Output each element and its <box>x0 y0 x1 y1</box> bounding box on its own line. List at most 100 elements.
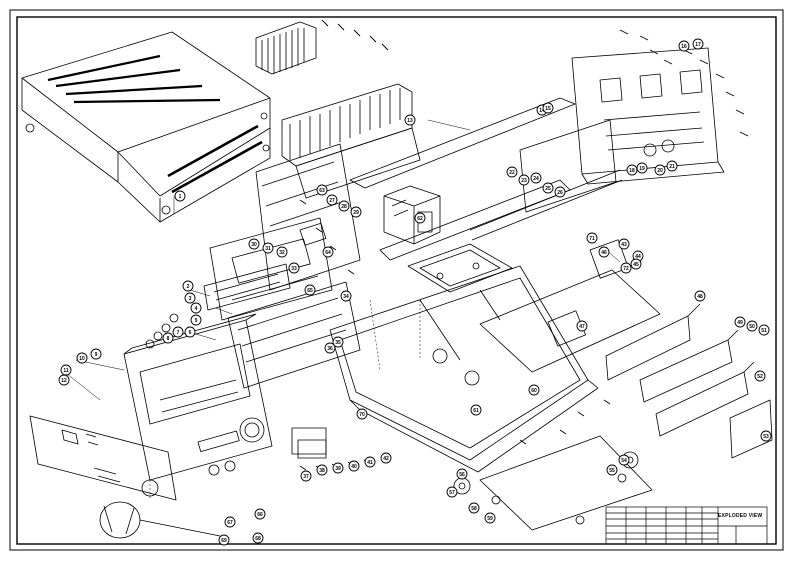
callout-number: 35 <box>335 340 341 346</box>
callout-number: 37 <box>303 474 309 480</box>
callout-number: 34 <box>343 294 349 300</box>
callout-59: 59 <box>484 512 496 524</box>
main-pcb <box>479 239 661 373</box>
callout-number: 42 <box>383 456 389 462</box>
callout-number: 3 <box>189 296 192 302</box>
callout-number: 53 <box>763 434 769 440</box>
callout-circle <box>692 38 704 50</box>
leader-lines <box>61 119 621 500</box>
callout-number: 14 <box>539 108 545 114</box>
callout-number: 61 <box>473 408 479 414</box>
callout-circle <box>606 464 618 476</box>
callout-number: 59 <box>487 516 493 522</box>
callout-41: 41 <box>364 456 376 468</box>
front-escutcheon <box>29 415 177 501</box>
power-transformer <box>383 185 441 245</box>
callout-circle <box>338 200 350 212</box>
callout-17: 17 <box>692 38 704 50</box>
drawing-frame-outer <box>9 9 784 551</box>
callout-42: 42 <box>380 452 392 464</box>
callout-number: 48 <box>697 294 703 300</box>
callout-number: 8 <box>167 336 170 342</box>
callout-circle <box>576 320 588 332</box>
callout-number: 23 <box>521 178 527 184</box>
callout-number: 7 <box>177 330 180 336</box>
callout-number: 70 <box>359 412 365 418</box>
callout-number: 31 <box>265 246 271 252</box>
top-cover <box>21 31 271 223</box>
callout-34: 34 <box>340 290 352 302</box>
callout-number: 58 <box>471 506 477 512</box>
callout-60: 60 <box>528 384 540 396</box>
callout-number: 12 <box>61 378 67 384</box>
callout-number: 57 <box>449 490 455 496</box>
callout-number: 16 <box>681 44 687 50</box>
callout-number: 56 <box>459 472 465 478</box>
bottom-chassis <box>329 265 599 473</box>
callout-27: 27 <box>326 194 338 206</box>
callout-number: 1 <box>179 194 182 200</box>
callout-5: 5 <box>190 314 202 326</box>
callout-10: 10 <box>76 352 88 364</box>
callout-number: 28 <box>341 204 347 210</box>
callout-circle <box>304 284 316 296</box>
callout-7: 7 <box>172 326 184 338</box>
callout-circle <box>758 324 770 336</box>
bottom-cover <box>479 435 653 531</box>
callout-32: 32 <box>276 246 288 258</box>
callout-circle <box>182 280 194 292</box>
callout-circle <box>734 316 746 328</box>
callout-circle <box>190 302 202 314</box>
callout-55: 55 <box>606 464 618 476</box>
callout-number: 32 <box>279 250 285 256</box>
callout-71: 71 <box>586 232 598 244</box>
callout-number: 27 <box>329 198 335 204</box>
callout-circle <box>754 370 766 382</box>
volume-knob <box>99 501 221 539</box>
callout-circle <box>530 172 542 184</box>
callout-number: 46 <box>601 250 607 256</box>
callout-number: 10 <box>79 356 85 362</box>
callout-53: 53 <box>760 430 772 442</box>
callout-63: 63 <box>316 184 328 196</box>
screws <box>299 19 749 471</box>
drawing-title: EXPLODED VIEW <box>718 513 763 519</box>
callout-18: 18 <box>626 164 638 176</box>
callout-circle <box>316 184 328 196</box>
callout-2: 2 <box>182 280 194 292</box>
callout-number: 40 <box>351 464 357 470</box>
callout-number: 36 <box>327 346 333 352</box>
callout-number: 62 <box>417 216 423 222</box>
callout-67: 67 <box>224 516 236 528</box>
callout-circle <box>746 320 758 332</box>
callout-69: 69 <box>218 534 230 546</box>
callout-45: 45 <box>630 258 642 270</box>
callout-circle <box>586 232 598 244</box>
callout-circle <box>190 314 202 326</box>
callout-circle <box>506 166 518 178</box>
callout-36: 36 <box>324 342 336 354</box>
heatsink-assembly <box>255 21 421 199</box>
callout-circle <box>288 262 300 274</box>
callout-number: 67 <box>227 520 233 526</box>
callout-circle <box>630 258 642 270</box>
callout-48: 48 <box>694 290 706 302</box>
callout-circle <box>618 238 630 250</box>
small-parts <box>145 313 639 495</box>
callout-circle <box>760 430 772 442</box>
callout-13: 13 <box>404 114 416 126</box>
callout-circle <box>364 456 376 468</box>
callout-circle <box>340 290 352 302</box>
callout-circle <box>484 512 496 524</box>
callout-circle <box>262 242 274 254</box>
callout-circle <box>322 246 334 258</box>
callout-16: 16 <box>678 40 690 52</box>
callout-number: 65 <box>307 288 313 294</box>
callout-circle <box>300 470 312 482</box>
callout-circle <box>162 332 174 344</box>
callout-38: 38 <box>316 464 328 476</box>
callout-number: 33 <box>291 266 297 272</box>
callout-circle <box>184 326 196 338</box>
callout-circle <box>446 486 458 498</box>
callout-number: 18 <box>629 168 635 174</box>
